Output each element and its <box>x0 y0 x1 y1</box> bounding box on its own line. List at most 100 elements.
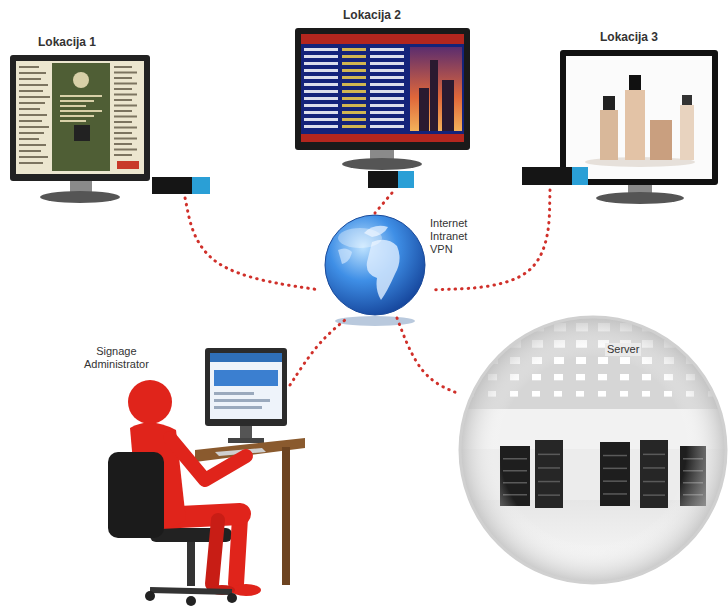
screen-text-line <box>19 144 46 146</box>
screen-text-line <box>19 84 48 86</box>
screen-text-line <box>114 132 132 134</box>
screen-text-line <box>370 118 404 121</box>
screen-text-line <box>60 120 86 122</box>
monitor-base <box>342 158 422 170</box>
screen-text-line <box>304 118 338 121</box>
ceiling-light <box>510 323 522 331</box>
server-room <box>460 317 726 583</box>
location-display: Lokacija 2 <box>295 28 470 193</box>
media-player <box>368 171 400 188</box>
figure-foot <box>231 584 261 596</box>
screen-text-line <box>304 76 338 79</box>
monitor-bezel <box>10 55 150 181</box>
ceiling-light <box>708 374 717 380</box>
globe-highlight <box>338 228 382 248</box>
screen-line <box>214 399 270 402</box>
ceiling-light <box>488 340 499 348</box>
node-label: Lokacija 3 <box>600 30 658 44</box>
screen-banner <box>214 370 278 386</box>
chair-post <box>187 542 195 586</box>
screen-text-line <box>370 90 404 93</box>
screen-text-line <box>342 104 366 107</box>
screen-text-line <box>304 55 338 58</box>
screen-text-line <box>60 110 102 112</box>
desk-leg <box>282 447 290 585</box>
globe-shadow <box>335 316 415 326</box>
header-bar <box>301 34 464 44</box>
screen-text-line <box>370 83 404 86</box>
continent <box>338 248 352 264</box>
monitor-2 <box>295 28 470 188</box>
screen-text-line <box>114 77 132 79</box>
monitor-screen <box>566 56 712 179</box>
screen-text-line <box>19 78 41 80</box>
administrator-workstation: Signage Administrator <box>80 345 290 600</box>
chair-wheel <box>227 593 237 603</box>
screen-text-line <box>304 62 338 65</box>
screen-text-line <box>114 94 137 96</box>
screen-text-line <box>114 88 132 90</box>
ceiling-light <box>466 357 476 364</box>
screen-text-line <box>342 97 366 100</box>
screen-text-line <box>342 62 366 65</box>
admin-screen <box>210 353 282 419</box>
bottle <box>650 120 672 160</box>
screen-text-line <box>304 104 338 107</box>
ceiling-light <box>466 323 478 331</box>
node-label: Lokacija 2 <box>343 8 401 22</box>
badge <box>117 161 139 169</box>
screen-text-line <box>370 111 404 114</box>
node-label: Signage Administrator <box>84 345 149 371</box>
figure-leg <box>212 520 218 584</box>
screen-text-line <box>60 100 94 102</box>
vignette <box>460 317 726 583</box>
bottle <box>680 105 694 160</box>
bottle-cap <box>629 75 641 90</box>
screen-text-line <box>19 66 39 68</box>
screen-text-line <box>114 149 137 151</box>
screen-text-line <box>114 99 132 101</box>
bottle-cap <box>603 96 615 110</box>
screen-text-line <box>370 104 404 107</box>
screen-text-line <box>19 120 42 122</box>
ceiling-light <box>686 323 698 331</box>
chair-back <box>108 452 164 538</box>
screen-text-line <box>370 55 404 58</box>
administrator <box>108 348 305 606</box>
menu-panel <box>52 63 110 171</box>
network-link <box>397 318 460 394</box>
node-label: Server <box>605 343 641 356</box>
screen-line <box>214 392 254 395</box>
monitor-screen <box>301 34 464 142</box>
screen-text-line <box>114 116 137 118</box>
screen-text-line <box>304 69 338 72</box>
screen-text-line <box>342 48 366 51</box>
screen-text-line <box>342 125 366 128</box>
building <box>419 88 429 131</box>
screen-text-line <box>60 105 86 107</box>
network-globe: Internet Intranet VPN <box>320 213 430 318</box>
figure-leg <box>236 518 240 584</box>
screen-text-line <box>114 138 137 140</box>
screen-text-line <box>60 115 94 117</box>
figure-arm <box>170 438 246 480</box>
chair-wheel <box>145 591 155 601</box>
screen-text-line <box>114 83 137 85</box>
screen-text-line <box>342 118 366 121</box>
screen-text-line <box>342 55 366 58</box>
screen-stand <box>240 426 252 440</box>
network-link <box>290 318 348 385</box>
screen-text-line <box>114 72 137 74</box>
chair-wheel <box>186 596 196 606</box>
bottle <box>625 90 645 160</box>
bottle-cap <box>682 95 692 105</box>
media-player <box>522 167 574 185</box>
globe-sphere <box>325 215 425 315</box>
location-display: Lokacija 1 <box>10 55 215 198</box>
city-image <box>410 47 462 131</box>
monitor-bezel <box>295 28 470 150</box>
screen-text-line <box>114 105 137 107</box>
network-link <box>185 198 320 290</box>
screen-text-line <box>370 69 404 72</box>
